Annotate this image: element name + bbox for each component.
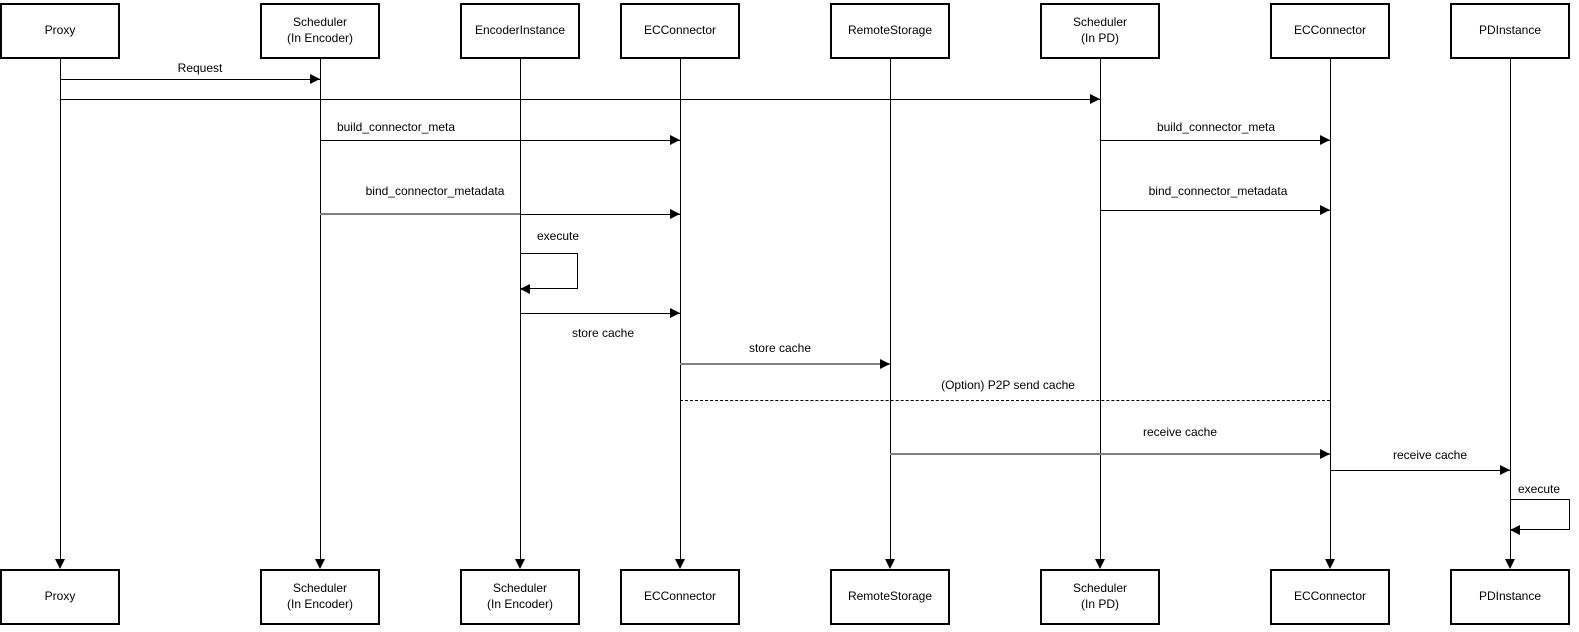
message-label: store cache (571, 326, 635, 340)
message-line (60, 79, 320, 80)
message-line (1100, 140, 1330, 141)
actor-bottom-box: Proxy (0, 569, 120, 625)
self-loop-box (520, 253, 578, 289)
lifeline-end-arrow-icon (515, 559, 525, 569)
actor-lifeline (1330, 59, 1331, 559)
message-line (890, 453, 1330, 455)
actor-bottom-box: Scheduler (In PD) (1040, 569, 1160, 625)
message-line (680, 400, 1330, 401)
actor-top-box: ECConnector (620, 3, 740, 59)
actor-lifeline (890, 59, 891, 559)
message-arrowhead-icon (670, 135, 680, 145)
lifeline-end-arrow-icon (1505, 559, 1515, 569)
message-arrowhead-icon (1320, 135, 1330, 145)
actor-lifeline (60, 59, 61, 559)
actor-top-box: Proxy (0, 3, 120, 59)
message-arrowhead-icon (670, 308, 680, 318)
actor-top-box: RemoteStorage (830, 3, 950, 59)
actor-bottom-box: PDInstance (1450, 569, 1570, 625)
actor-bottom-box: Scheduler (In Encoder) (260, 569, 380, 625)
message-arrowhead-icon (1090, 94, 1100, 104)
message-label: (Option) P2P send cache (941, 378, 1075, 392)
message-arrowhead-icon (1500, 465, 1510, 475)
message-label: Request (177, 61, 223, 75)
message-label: receive cache (1142, 425, 1218, 439)
message-label: store cache (748, 341, 812, 355)
message-arrowhead-icon (670, 209, 680, 219)
message-arrowhead-icon (880, 359, 890, 369)
actor-top-box: Scheduler (In Encoder) (260, 3, 380, 59)
actor-top-box: PDInstance (1450, 3, 1570, 59)
message-label: receive cache (1392, 448, 1468, 462)
actor-top-box: ECConnector (1270, 3, 1390, 59)
message-line (60, 99, 1100, 100)
message-label: bind_connector_metadata (365, 184, 505, 198)
lifeline-end-arrow-icon (1095, 559, 1105, 569)
self-loop-arrowhead-icon (520, 284, 530, 294)
actor-bottom-box: Scheduler (In Encoder) (460, 569, 580, 625)
self-loop-label: execute (1518, 482, 1561, 496)
message-line (680, 363, 890, 365)
actor-bottom-box: ECConnector (620, 569, 740, 625)
message-line (320, 140, 680, 141)
self-loop-arrowhead-icon (1510, 525, 1520, 535)
actor-lifeline (680, 59, 681, 559)
message-line (1100, 210, 1330, 211)
actor-bottom-box: ECConnector (1270, 569, 1390, 625)
message-line-segment (320, 213, 520, 215)
actor-bottom-box: RemoteStorage (830, 569, 950, 625)
message-line (520, 214, 680, 215)
message-line (520, 313, 680, 314)
lifeline-end-arrow-icon (1325, 559, 1335, 569)
actor-top-box: Scheduler (In PD) (1040, 3, 1160, 59)
message-arrowhead-icon (310, 74, 320, 84)
actor-top-box: EncoderInstance (460, 3, 580, 59)
self-loop-label: execute (537, 229, 580, 243)
lifeline-end-arrow-icon (675, 559, 685, 569)
lifeline-end-arrow-icon (315, 559, 325, 569)
actor-lifeline (1100, 59, 1101, 559)
lifeline-end-arrow-icon (55, 559, 65, 569)
message-label: build_connector_meta (336, 120, 456, 134)
actor-lifeline (320, 59, 321, 559)
self-loop-box (1510, 499, 1570, 530)
actor-lifeline (520, 59, 521, 559)
message-label: build_connector_meta (1156, 120, 1276, 134)
message-arrowhead-icon (1320, 205, 1330, 215)
actor-lifeline (1510, 59, 1511, 559)
lifeline-end-arrow-icon (885, 559, 895, 569)
message-line (1330, 470, 1510, 471)
message-label: bind_connector_metadata (1148, 184, 1288, 198)
message-arrowhead-icon (1320, 449, 1330, 459)
